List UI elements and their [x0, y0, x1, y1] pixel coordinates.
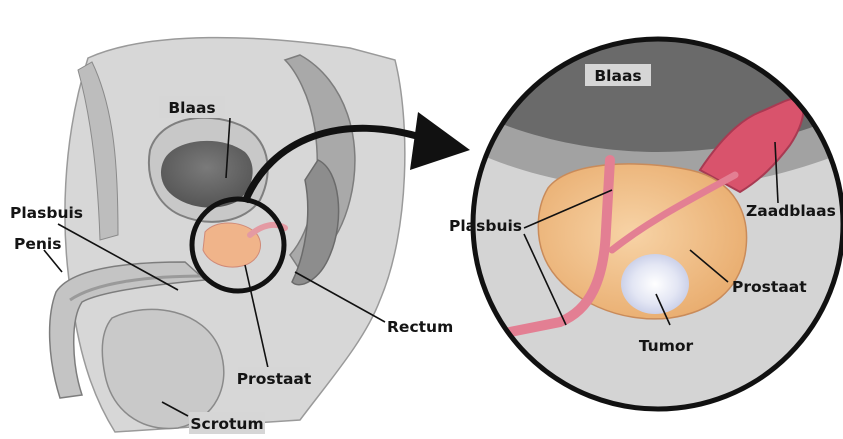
label-blaas-overview: Blaas	[168, 99, 215, 117]
label-tumor: Tumor	[639, 337, 694, 355]
label-blaas-detail: Blaas	[594, 67, 641, 85]
detail-tumor-shape	[621, 254, 689, 314]
label-scrotum: Scrotum	[190, 415, 263, 433]
zoom-arrow-head	[410, 112, 470, 170]
label-prostaat-detail: Prostaat	[732, 278, 807, 296]
label-plasbuis-detail: Plasbuis	[449, 217, 522, 235]
label-prostaat-overview: Prostaat	[237, 370, 312, 388]
label-zaadblaas: Zaadblaas	[746, 202, 836, 220]
label-plasbuis-overview: Plasbuis	[10, 204, 83, 222]
label-rectum: Rectum	[387, 318, 453, 336]
prostate-small-shape	[203, 223, 261, 267]
label-penis: Penis	[14, 235, 61, 253]
